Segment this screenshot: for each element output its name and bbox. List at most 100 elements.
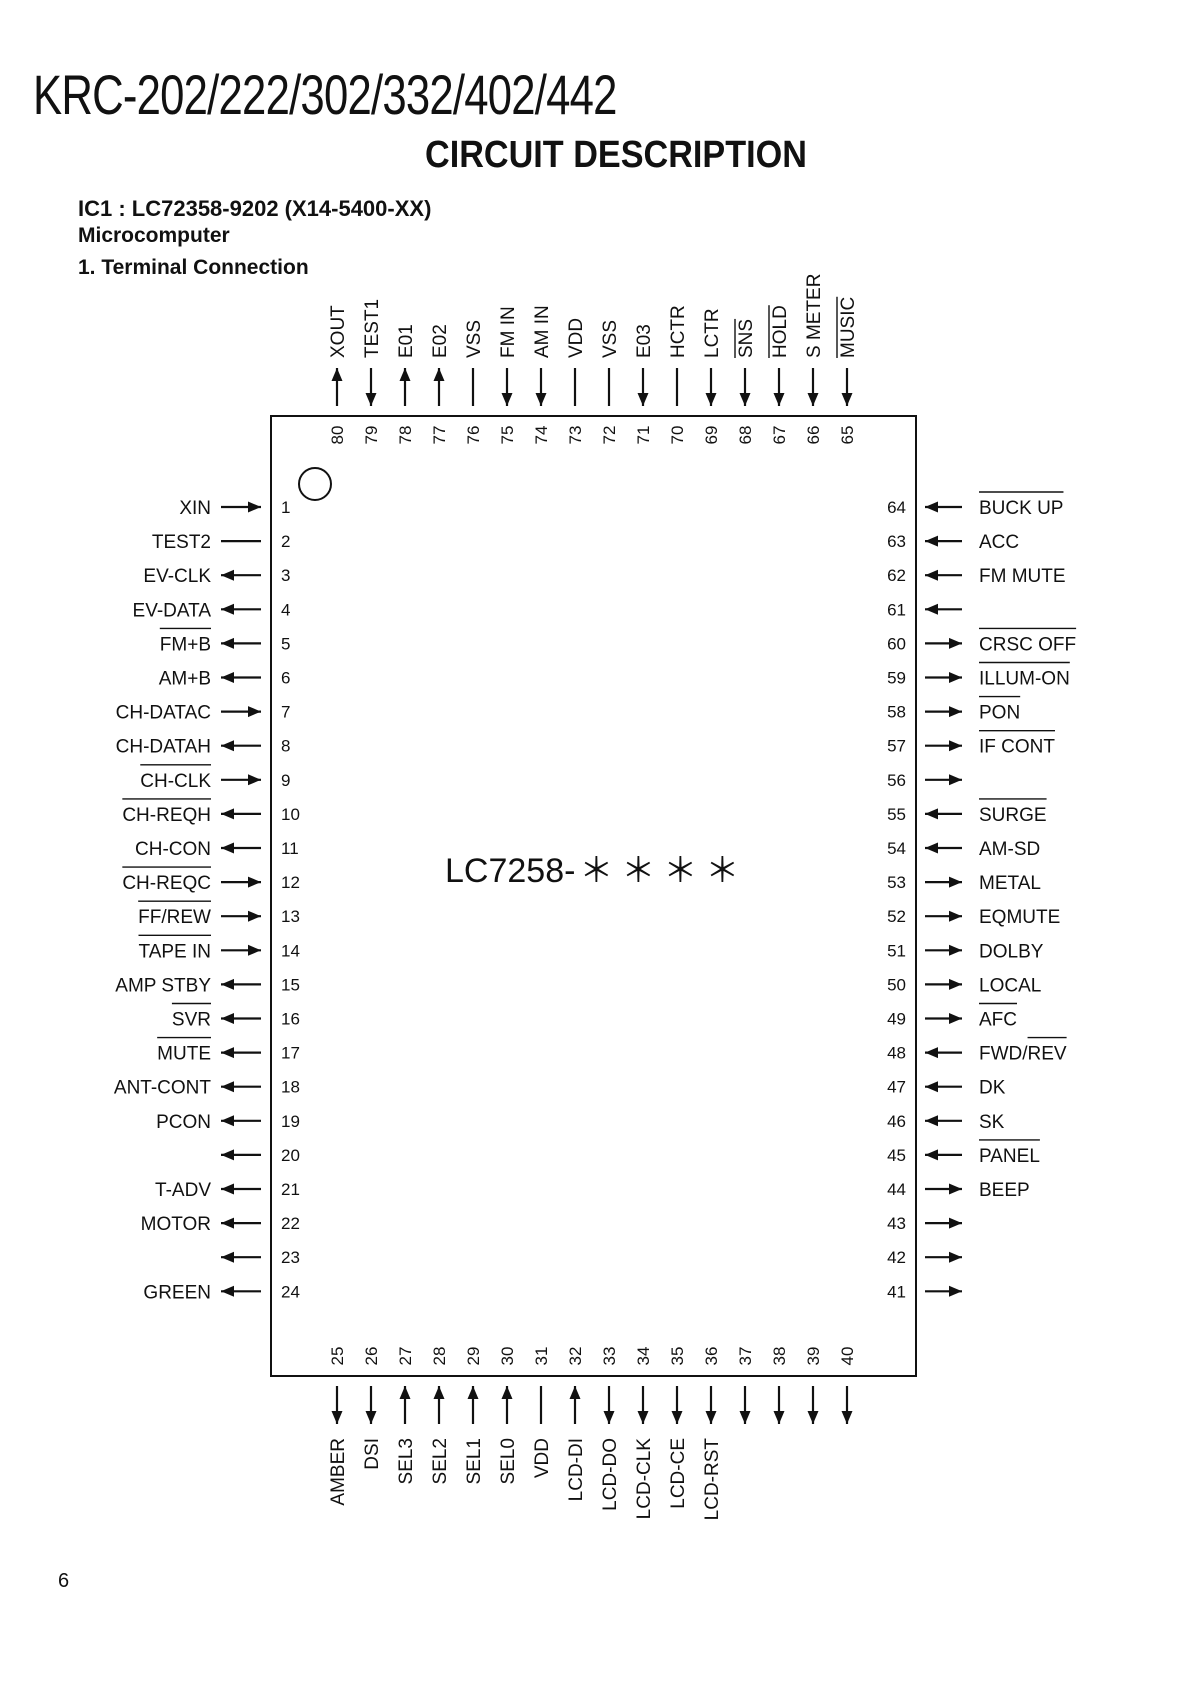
pin-number: 1 xyxy=(281,498,290,517)
pin-number: 34 xyxy=(634,1347,653,1366)
pin-label: EV-DATA xyxy=(133,600,212,621)
pin-label: SURGE xyxy=(979,805,1047,826)
pin-label: EV-CLK xyxy=(143,566,211,587)
arrow-out xyxy=(949,1183,962,1195)
pin-label: VDD xyxy=(566,318,587,358)
pin-label: AMBER xyxy=(328,1438,349,1506)
pin-label: TEST2 xyxy=(152,532,211,553)
arrow-out xyxy=(221,740,234,752)
arrow-out xyxy=(949,637,962,649)
pin-label: ANT-CONT xyxy=(114,1078,212,1099)
pin-number: 28 xyxy=(430,1347,449,1366)
pin-8: 8CH-DATAH xyxy=(116,737,291,758)
arrow-in xyxy=(399,1386,411,1399)
pin-label: FM IN xyxy=(498,306,519,358)
pin-number: 23 xyxy=(281,1248,300,1267)
arrow-out xyxy=(221,1251,234,1263)
pin-label: PANEL xyxy=(979,1146,1040,1167)
arrow-out xyxy=(739,1411,751,1424)
pin-56: 56 xyxy=(887,771,962,790)
pin-label: LCD-DO xyxy=(600,1438,621,1511)
arrow-in xyxy=(501,393,513,406)
pin-label: CH-CON xyxy=(135,839,211,860)
pin-number: 20 xyxy=(281,1146,300,1165)
pin-number: 61 xyxy=(887,600,906,619)
arrow-in xyxy=(248,501,261,513)
arrow-out xyxy=(603,1411,615,1424)
pin-number: 70 xyxy=(668,426,687,445)
arrow-in xyxy=(925,535,938,547)
ic-subtitle: Microcomputer xyxy=(78,224,230,247)
model-title: KRC-202/222/302/332/402/442 xyxy=(33,63,617,126)
pin-label: AFC xyxy=(979,1010,1017,1031)
arrow-out xyxy=(949,1217,962,1229)
pin-label: TAPE IN xyxy=(139,941,212,962)
arrow-out xyxy=(841,1411,853,1424)
arrow-out xyxy=(221,569,234,581)
pin-label: ACC xyxy=(979,532,1019,553)
arrow-in xyxy=(925,603,938,615)
pin-number: 72 xyxy=(600,426,619,445)
pin-number: 30 xyxy=(498,1347,517,1366)
pin-label: FWD/REV xyxy=(979,1044,1067,1065)
arrow-in xyxy=(467,1386,479,1399)
pin-number: 40 xyxy=(838,1347,857,1366)
pin-number: 27 xyxy=(396,1347,415,1366)
pin-label: IF CONT xyxy=(979,737,1055,758)
pin-number: 12 xyxy=(281,873,300,892)
arrow-in xyxy=(925,1115,938,1127)
arrow-out xyxy=(331,368,343,381)
pin-label: LCD-CE xyxy=(668,1438,689,1509)
pin-number: 35 xyxy=(668,1347,687,1366)
pin-number: 75 xyxy=(498,426,517,445)
pin-number: 25 xyxy=(328,1347,347,1366)
arrow-out xyxy=(221,1047,234,1059)
arrow-in xyxy=(501,1386,513,1399)
pin-number: 57 xyxy=(887,737,906,756)
pin-3: 3EV-CLK xyxy=(143,566,290,587)
pin-5: 5FM+B xyxy=(159,627,290,655)
pin-number: 50 xyxy=(887,975,906,994)
arrow-in xyxy=(739,393,751,406)
pin-label: CH-CLK xyxy=(140,771,211,792)
pin-number: 60 xyxy=(887,634,906,653)
pin-9: 9CH-CLK xyxy=(140,764,290,792)
pin-number: 48 xyxy=(887,1044,906,1063)
pin-label: VSS xyxy=(600,320,621,358)
pin-number: 19 xyxy=(281,1112,300,1131)
pin-4: 4EV-DATA xyxy=(133,600,291,621)
chip-label: LC7258-＊＊＊＊ xyxy=(445,852,747,890)
arrow-in xyxy=(569,1386,581,1399)
arrow-out xyxy=(221,603,234,615)
arrow-out xyxy=(949,774,962,786)
pin-label: BUCK UP xyxy=(979,498,1063,519)
page-number: 6 xyxy=(58,1570,70,1592)
arrow-out xyxy=(949,672,962,683)
pin-number: 7 xyxy=(281,703,290,722)
pin-label: LCD-RST xyxy=(702,1438,723,1521)
pin-number: 46 xyxy=(887,1112,906,1131)
pin-label: AM IN xyxy=(532,305,553,358)
pin-number: 6 xyxy=(281,669,290,688)
pin-label: FM+B xyxy=(160,634,211,655)
pin-number: 44 xyxy=(887,1180,906,1199)
pin-37: 37 xyxy=(736,1347,755,1424)
pin-label: PON xyxy=(979,703,1020,724)
arrow-out xyxy=(221,1149,234,1161)
